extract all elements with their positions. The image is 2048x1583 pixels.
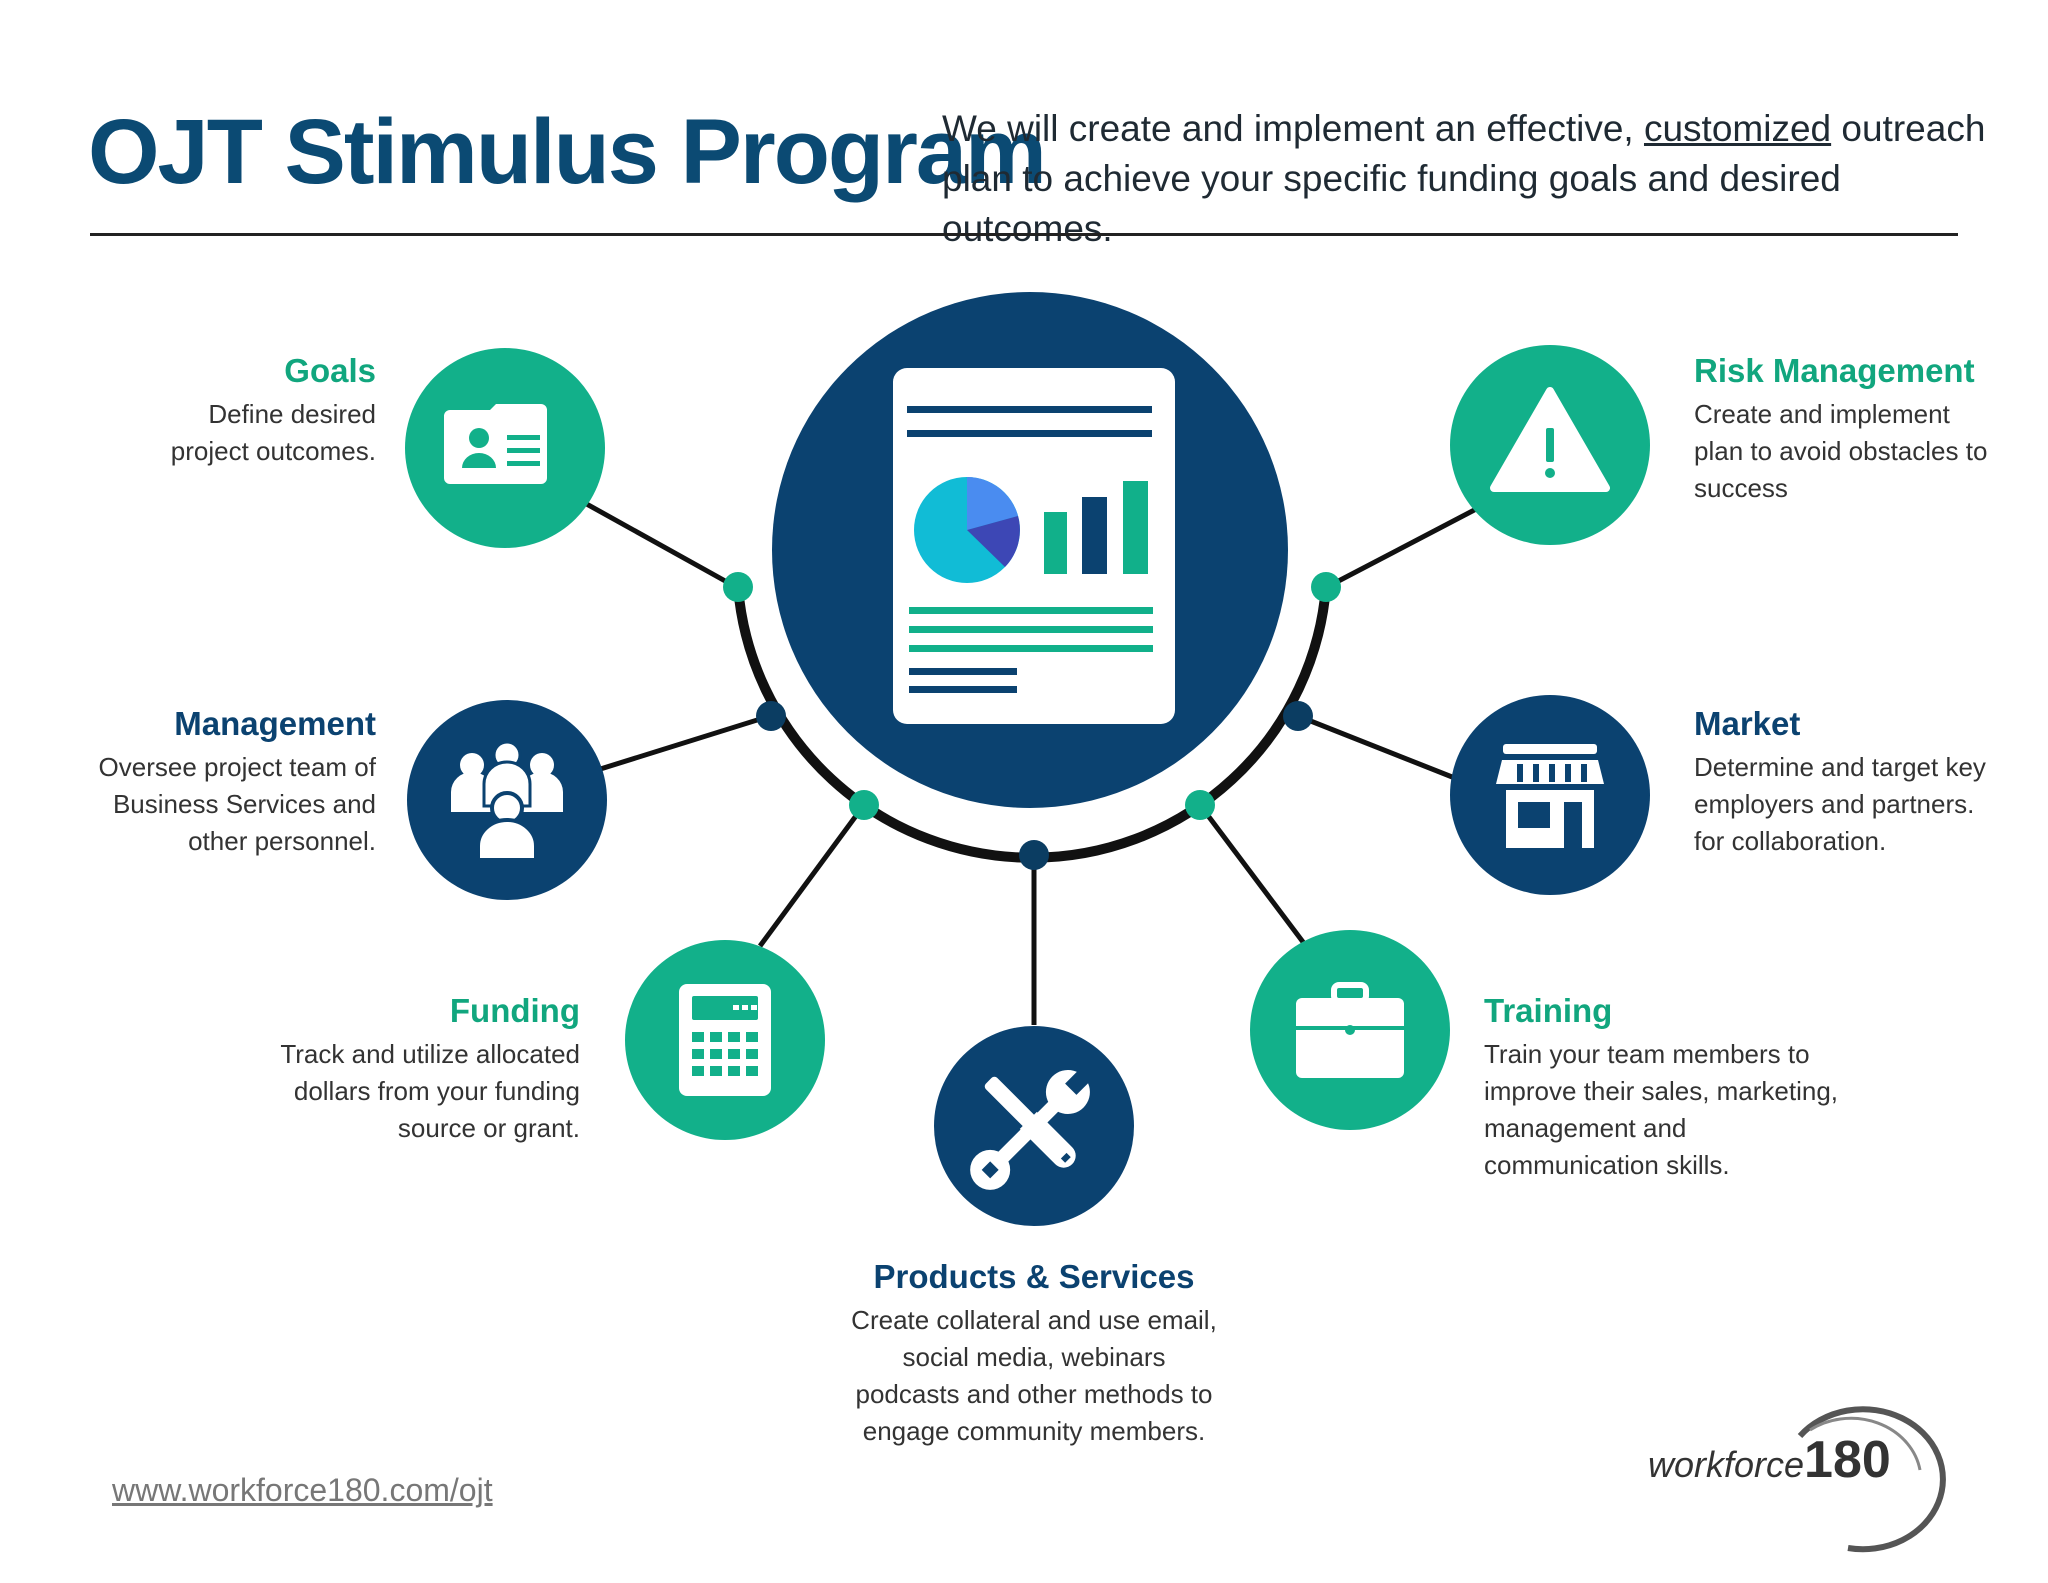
node-desc-line: social media, webinars [902, 1342, 1166, 1372]
workforce180-logo-mark [1797, 1406, 1946, 1553]
intro-text: We will create and implement an effectiv… [942, 104, 2002, 254]
spoke-market [1297, 713, 1481, 791]
node-desc-line: improve their sales, marketing, [1484, 1076, 1839, 1106]
id-card-icon [405, 348, 605, 548]
tools-icon [934, 1026, 1134, 1226]
intro-text-part: outreach plan to achieve your specific f… [942, 108, 1986, 249]
node-desc-line: Track and utilize allocated [280, 1039, 580, 1069]
node-desc-line: source or grant. [397, 1113, 580, 1143]
logo-number: 180 [1804, 1431, 1891, 1489]
node-risk: Risk Management Create and implement pla… [1694, 352, 2014, 507]
page-title: OJT Stimulus Program [88, 101, 1047, 203]
node-desc-line: engage community members. [862, 1416, 1206, 1446]
node-desc-line: communication skills. [1484, 1150, 1730, 1180]
connector-dot-products [1019, 840, 1049, 870]
node-desc-line: plan to avoid obstacles to [1694, 436, 1988, 466]
header-divider [90, 233, 1958, 236]
connector-dot-risk [1311, 572, 1341, 602]
node-title: Risk Management [1694, 352, 1975, 389]
connector-dot-training [1185, 790, 1215, 820]
node-market: Market Determine and target key employer… [1694, 705, 2014, 860]
node-desc-line: for collaboration. [1694, 826, 1887, 856]
node-title: Training [1484, 992, 1613, 1029]
connector-dot-management [756, 701, 786, 731]
node-management: Management Oversee project team of Busin… [36, 705, 376, 860]
intro-text-part: We will create and implement an effectiv… [942, 108, 1644, 149]
node-desc-line: employers and partners. [1694, 789, 1975, 819]
node-desc-line: Create and implement [1694, 399, 1950, 429]
calculator-icon [625, 940, 825, 1140]
node-title: Market [1694, 705, 1801, 742]
briefcase-icon [1250, 930, 1450, 1130]
node-desc-line: dollars from your funding [293, 1076, 580, 1106]
node-desc-line: management and [1484, 1113, 1687, 1143]
node-training: Training Train your team members to impr… [1484, 992, 1844, 1184]
workforce180-logo: workforce180 [1648, 1430, 1891, 1490]
node-desc-line: podcasts and other methods to [855, 1379, 1213, 1409]
team-people-icon [407, 700, 607, 900]
node-desc-line: success [1694, 473, 1788, 503]
website-link[interactable]: www.workforce180.com/ojt [112, 1472, 493, 1508]
node-desc-line: Train your team members to [1484, 1039, 1810, 1069]
node-title: Management [174, 705, 376, 742]
connector-dot-goals [723, 572, 753, 602]
node-desc-line: project outcomes. [170, 436, 376, 466]
node-desc-line: Create collateral and use email, [851, 1305, 1217, 1335]
warning-icon [1450, 345, 1650, 545]
intro-emphasis: customized [1643, 108, 1832, 149]
spoke-risk [1325, 492, 1505, 590]
node-goals: Goals Define desired project outcomes. [76, 352, 376, 470]
spoke-training [1198, 803, 1308, 948]
connector-dot-market [1283, 701, 1313, 731]
node-products: Products & Services Create collateral an… [834, 1258, 1234, 1450]
logo-word: workforce [1648, 1444, 1805, 1485]
node-desc-line: other personnel. [188, 826, 376, 856]
node-desc-line: Oversee project team of [98, 752, 376, 782]
node-title: Funding [449, 992, 580, 1029]
connector-dot-funding [849, 790, 879, 820]
node-title: Products & Services [873, 1258, 1195, 1295]
node-desc-line: Define desired [208, 399, 376, 429]
node-desc-line: Business Services and [112, 789, 376, 819]
report-document-icon [772, 292, 1288, 808]
spoke-funding [757, 803, 867, 948]
node-title: Goals [284, 352, 376, 389]
node-desc-line: Determine and target key [1694, 752, 1986, 782]
node-funding: Funding Track and utilize allocated doll… [240, 992, 580, 1147]
spoke-management [577, 713, 771, 779]
storefront-icon [1450, 695, 1650, 895]
connector-lines [554, 484, 1505, 1025]
